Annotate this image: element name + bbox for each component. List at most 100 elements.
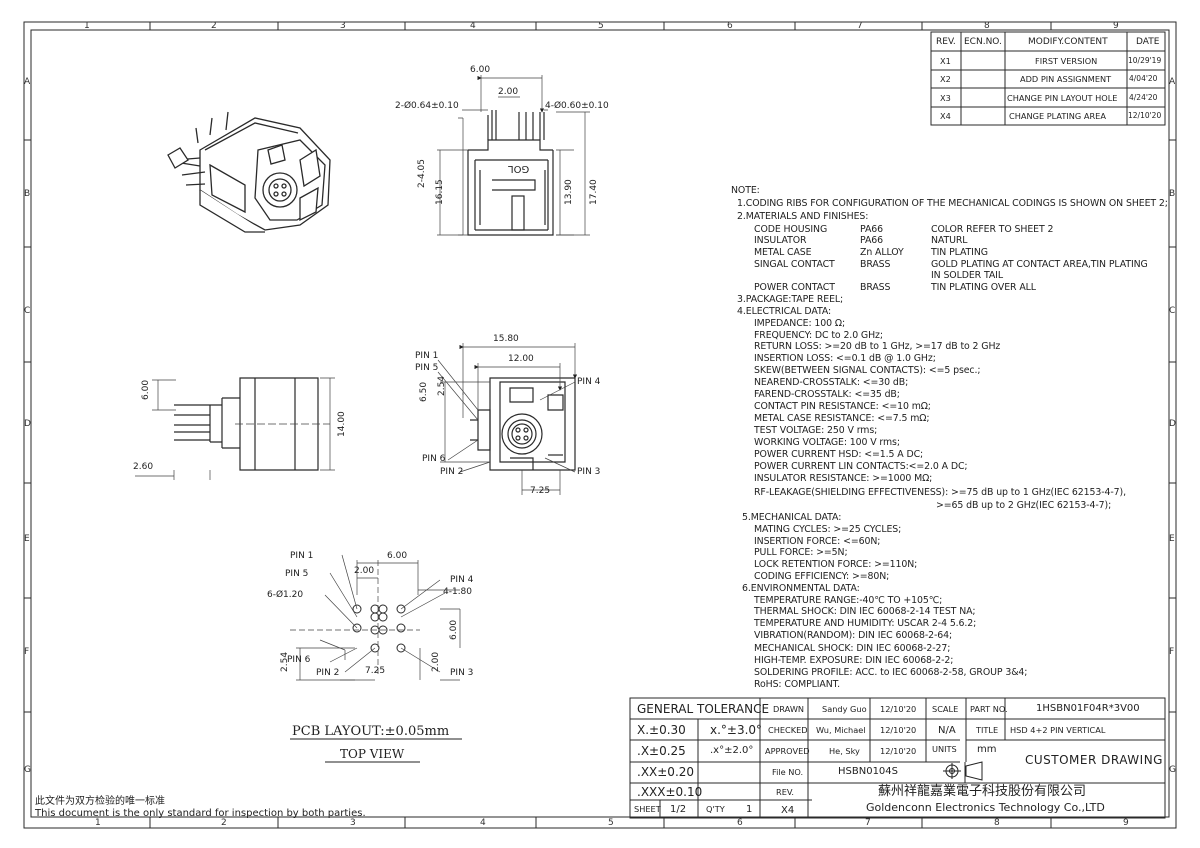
drawn-date: 12/10'20 (880, 704, 917, 714)
top-dim-15-80: 15.80 (493, 334, 519, 344)
electrical-5: SKEW(BETWEEN SIGNAL CONTACTS): <=5 psec.… (754, 365, 981, 376)
environmental-6: HIGH-TEMP. EXPOSURE: DIN IEC 60068-2-2; (754, 655, 954, 666)
material-1-mat: PA66 (860, 224, 883, 235)
mechanical-2: INSERTION FORCE: <=60N; (754, 536, 881, 547)
electrical-3: RETURN LOSS: >=20 dB to 1 GHz, >=17 dB t… (754, 341, 1001, 352)
rev-row-2-content: ADD PIN ASSIGNMENT (1020, 74, 1112, 84)
footer-cn: 此文件为双方检验的唯一标准 (35, 796, 165, 807)
rev-row-4-content: CHANGE PLATING AREA (1009, 111, 1106, 121)
material-2-mat: PA66 (860, 235, 883, 246)
pcb-pin-6: PIN 6 (287, 655, 311, 665)
tol-angle-xx: .x°±2.0° (710, 745, 754, 756)
tol-xxxx: .XXX±0.10 (637, 785, 703, 799)
pcb-dim-holes-1-20: 6-Ø1.20 (267, 590, 304, 600)
front-dim-4-05: 2-4.05 (417, 158, 427, 188)
electrical-1: IMPEDANCE: 100 Ω; (754, 318, 846, 329)
electrical-12: POWER CURRENT HSD: <=1.5 A DC; (754, 449, 924, 460)
zone-col-8: 8 (984, 21, 990, 31)
zone-col-6-bottom: 6 (737, 818, 743, 828)
company-cn: 蘇州祥龍嘉業電子科技股份有限公司 (878, 784, 1087, 799)
top-dim-12: 12.00 (508, 354, 534, 364)
rev-row-3-content: CHANGE PIN LAYOUT HOLE (1007, 93, 1118, 103)
part-no-label: PART NO. (970, 704, 1008, 714)
material-5-part: POWER CONTACT (754, 282, 835, 293)
electrical-15: RF-LEAKAGE(SHIELDING EFFECTIVENESS): >=7… (754, 487, 1126, 498)
environmental-2: THERMAL SHOCK: DIN IEC 60068-2-14 TEST N… (754, 606, 976, 617)
environmental-8: RoHS: COMPLIANT. (754, 679, 841, 690)
pcb-dim-6: 6.00 (387, 551, 408, 561)
pcb-pin-2: PIN 2 (316, 668, 340, 678)
rev-label: REV. (776, 787, 795, 797)
zone-col-4: 4 (470, 21, 476, 31)
front-view (467, 110, 554, 236)
rev-row-1-content: FIRST VERSION (1035, 56, 1098, 66)
approved-label: APPROVED (765, 746, 810, 756)
zone-row-c: C (24, 306, 31, 316)
footer-en: This document is the only standard for i… (35, 808, 366, 819)
doc-type: CUSTOMER DRAWING (1025, 753, 1163, 767)
zone-col-6: 6 (727, 21, 733, 31)
pcb-dim-2-vert: 2.00 (431, 651, 441, 672)
zone-col-8-bottom: 8 (994, 818, 1000, 828)
zone-col-2-bottom: 2 (221, 818, 227, 828)
rev-row-2-date: 4/04'20 (1129, 74, 1158, 83)
electrical-7: FAREND-CROSSTALK: <=35 dB; (754, 389, 900, 400)
rev-row-2-rev: X2 (940, 74, 951, 84)
material-3-finish: TIN PLATING (931, 247, 988, 258)
top-dim-2-54: 2.54 (437, 375, 447, 396)
front-dim-width-6: 6.00 (470, 65, 491, 75)
top-pin-4: PIN 4 (577, 377, 601, 387)
electrical-14: INSULATOR RESISTANCE: >=1000 MΩ; (754, 473, 933, 484)
material-4-part: SINGAL CONTACT (754, 259, 835, 270)
zone-row-b-right: B (1169, 189, 1176, 199)
note-4: 4.ELECTRICAL DATA: (737, 306, 832, 317)
scale-label: SCALE (932, 704, 959, 714)
electrical-9: METAL CASE RESISTANCE: <=7.5 mΩ; (754, 413, 930, 424)
top-pin-3: PIN 3 (577, 467, 601, 477)
pcb-layout-title: PCB LAYOUT:±0.05mm (292, 724, 450, 739)
part-no: 1HSBN01F04R*3V00 (1036, 703, 1140, 714)
pcb-dim-slots-1-80: 4-1.80 (443, 587, 473, 597)
pcb-pin-5: PIN 5 (285, 569, 309, 579)
mechanical-3: PULL FORCE: >=5N; (754, 547, 848, 558)
mechanical-5: CODING EFFICIENCY: >=80N; (754, 571, 890, 582)
material-3-mat: Zn ALLOY (860, 247, 904, 258)
mechanical-1: MATING CYCLES: >=25 CYCLES; (754, 524, 902, 535)
tol-x: X.±0.30 (637, 723, 686, 737)
note-3: 3.PACKAGE:TAPE REEL; (737, 294, 844, 305)
electrical-13: POWER CURRENT LIN CONTACTS:<=2.0 A DC; (754, 461, 968, 472)
approved-name: He, Sky (829, 746, 860, 756)
electrical-10: TEST VOLTAGE: 250 V rms; (754, 425, 878, 436)
zone-col-7: 7 (857, 21, 863, 31)
pcb-dim-2: 2.00 (354, 566, 375, 576)
tol-xx: .X±0.25 (637, 744, 686, 758)
front-dim-hole-0-64: 2-Ø0.64±0.10 (395, 101, 459, 111)
rev-header-ecn: ECN.NO. (964, 37, 1002, 47)
environmental-3: TEMPERATURE AND HUMIDITY: USCAR 2-4 5.6.… (754, 618, 977, 629)
zone-row-a: A (24, 77, 31, 87)
environmental-5: MECHANICAL SHOCK: DIN IEC 60068-2-27; (754, 643, 951, 654)
electrical-11: WORKING VOLTAGE: 100 V rms; (754, 437, 900, 448)
rev-header-rev: REV. (936, 37, 956, 47)
file-no-label: File NO. (772, 767, 804, 777)
pcb-pin-1: PIN 1 (290, 551, 314, 561)
zone-row-c-right: C (1169, 306, 1176, 316)
top-pin-1: PIN 1 (415, 351, 439, 361)
material-5-finish: TIN PLATING OVER ALL (931, 282, 1036, 293)
material-4-finish-cont: IN SOLDER TAIL (931, 270, 1003, 281)
front-dim-16-15: 16.15 (435, 179, 445, 205)
checked-date: 12/10'20 (880, 725, 917, 735)
zone-col-3-bottom: 3 (350, 818, 356, 828)
pcb-view-title: TOP VIEW (340, 747, 405, 761)
top-pin-2: PIN 2 (440, 467, 464, 477)
zone-col-1: 1 (84, 21, 90, 31)
rev-value: X4 (781, 805, 795, 816)
title-label: TITLE (976, 725, 999, 735)
tol-xxx: .XX±0.20 (637, 765, 695, 779)
top-dims (437, 343, 575, 495)
rev-row-1-date: 10/29'19 (1128, 56, 1162, 65)
notes-heading: NOTE: (731, 185, 760, 196)
mechanical-4: LOCK RETENTION FORCE: >=110N; (754, 559, 918, 570)
note-5: 5.MECHANICAL DATA: (742, 512, 842, 523)
side-dims (135, 377, 335, 480)
